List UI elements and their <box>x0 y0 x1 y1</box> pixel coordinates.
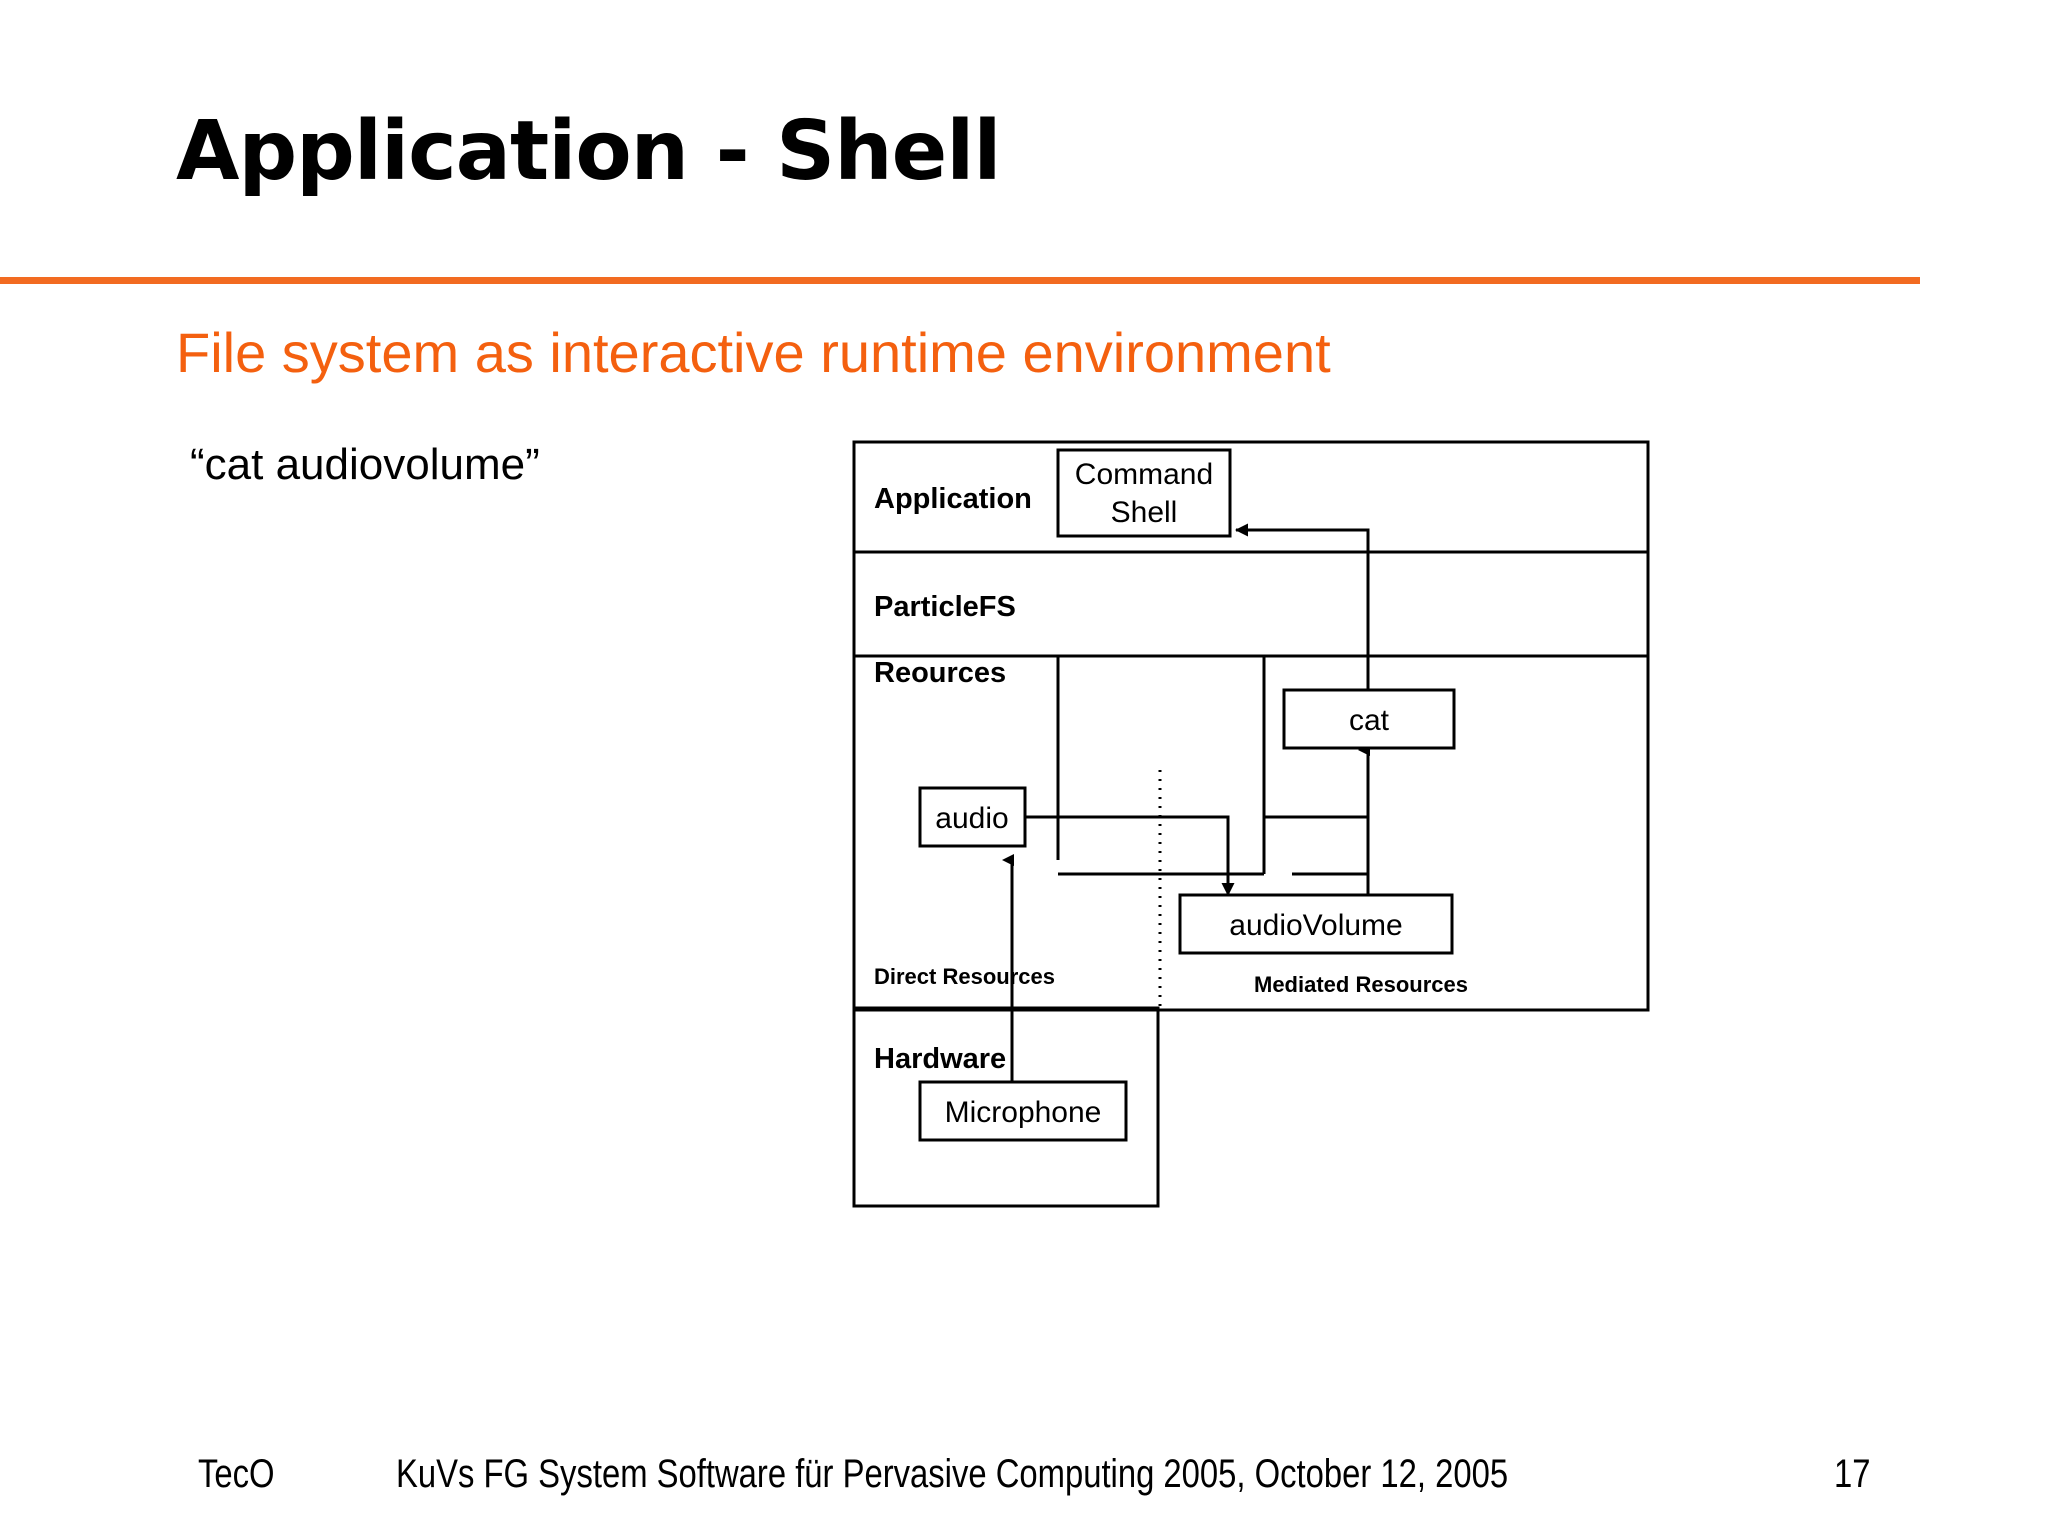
node-audio-label: audio <box>935 802 1008 835</box>
node-command-shell-label-line1: Command <box>1075 458 1213 491</box>
title-divider-rule <box>0 277 1920 284</box>
node-audio-volume[interactable]: audioVolume <box>1178 893 1454 955</box>
layer-label-application: Application <box>874 483 1032 515</box>
architecture-diagram: Application ParticleFS Reources Hardware… <box>852 440 1652 1210</box>
footer-conference: KuVs FG System Software für Pervasive Co… <box>396 1452 1509 1496</box>
node-command-shell-label-line2: Shell <box>1111 496 1178 529</box>
footer-organization: TecO <box>198 1452 275 1496</box>
node-command-shell[interactable]: Command Shell <box>1056 448 1232 538</box>
node-audio[interactable]: audio <box>918 786 1027 848</box>
layer-label-particlefs: ParticleFS <box>874 591 1016 623</box>
node-microphone-label: Microphone <box>945 1096 1102 1129</box>
node-microphone[interactable]: Microphone <box>918 1080 1128 1142</box>
connector-audio-to-audiovolume <box>1024 815 1235 896</box>
region-label-direct-resources: Direct Resources <box>874 964 1055 989</box>
footer-page-number: 17 <box>1834 1452 1871 1496</box>
page-title: Application - Shell <box>176 104 1001 199</box>
layer-label-hardware: Hardware <box>874 1043 1006 1075</box>
command-quote-text: “cat audiovolume” <box>190 440 540 489</box>
node-cat[interactable]: cat <box>1282 688 1456 750</box>
node-audio-volume-label: audioVolume <box>1229 909 1402 942</box>
layer-label-resources: Reources <box>874 657 1006 689</box>
node-cat-label: cat <box>1349 704 1390 737</box>
region-label-mediated-resources: Mediated Resources <box>1254 972 1468 997</box>
slide-footer: TecO KuVs FG System Software für Pervasi… <box>0 1452 2048 1512</box>
connector-cat-to-command-shell <box>1235 523 1370 690</box>
slide-subtitle: File system as interactive runtime envir… <box>176 321 1331 384</box>
